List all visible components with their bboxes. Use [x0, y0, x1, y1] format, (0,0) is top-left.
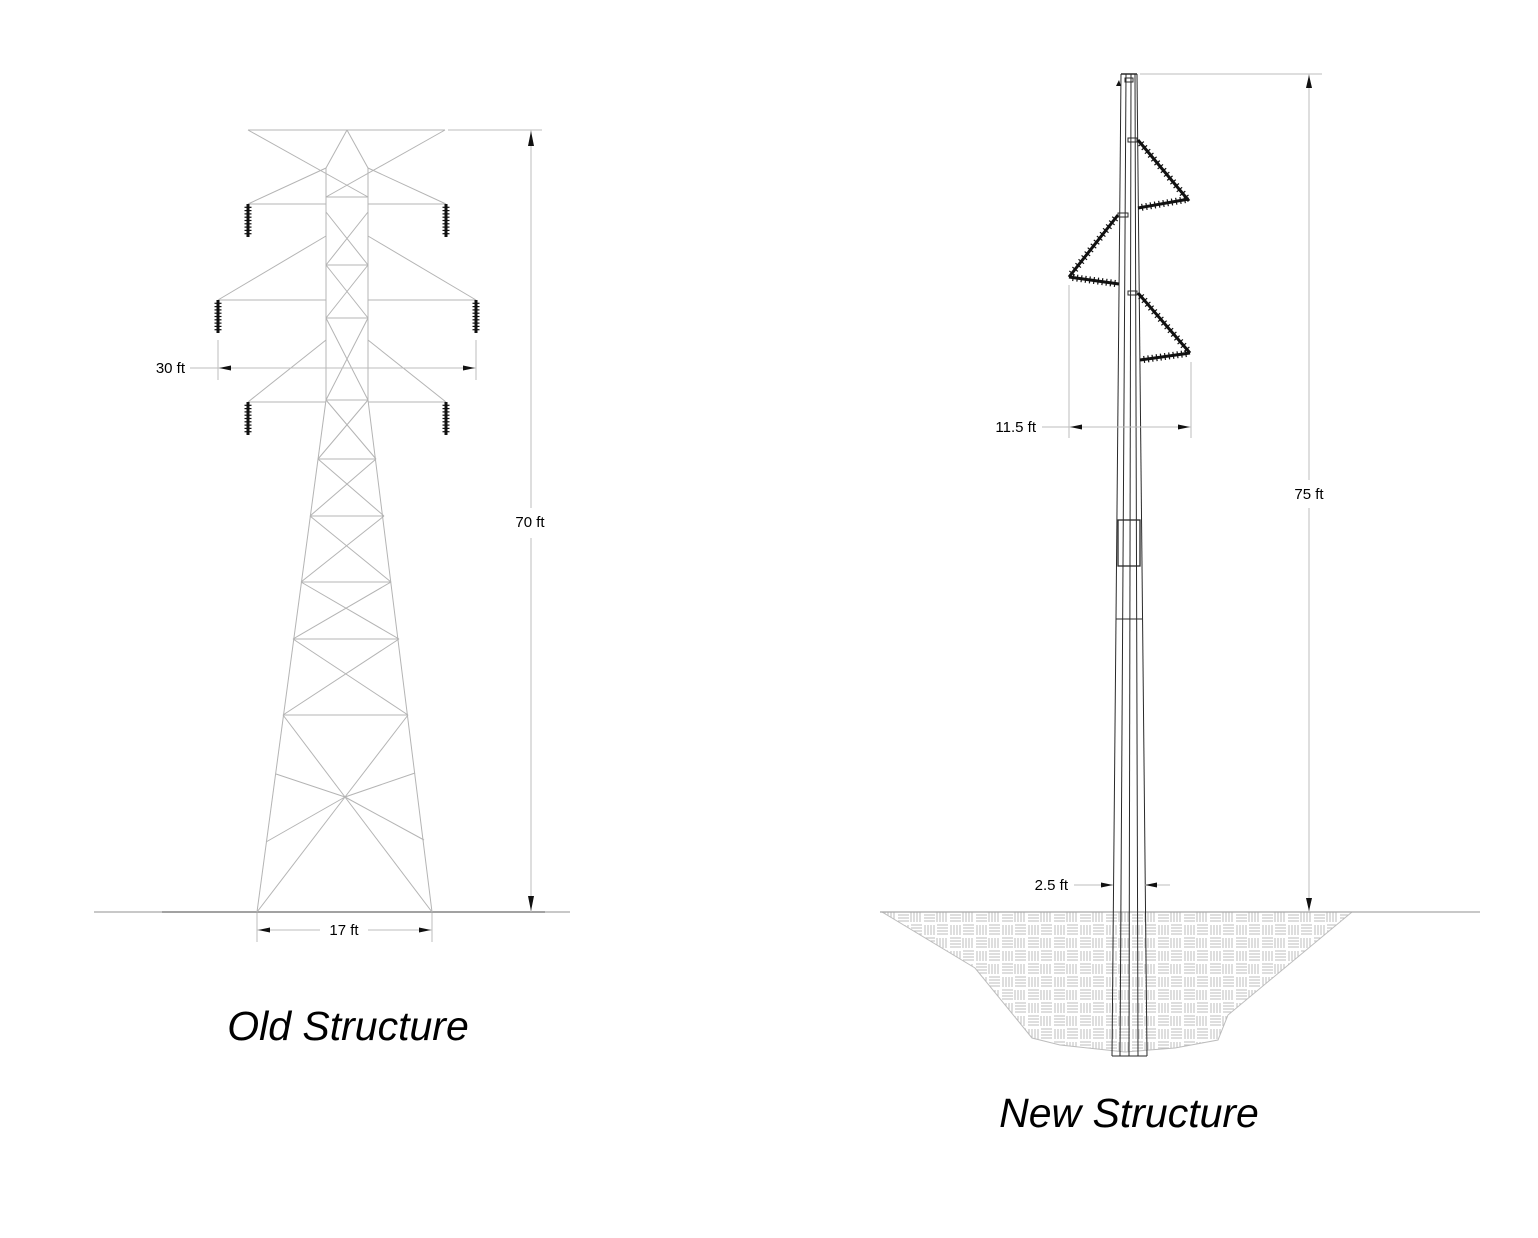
monopole	[1111, 73, 1148, 1057]
old-structure-caption: Old Structure	[227, 1003, 469, 1049]
braced-post-insulator	[1067, 214, 1120, 278]
suspension-insulator	[442, 204, 450, 237]
arrow-right-icon	[1101, 882, 1113, 888]
new-spread-dimension: 11.5 ft	[995, 285, 1192, 438]
old-crossarm-dimension: 30 ft	[156, 340, 477, 380]
new-spread-label: 11.5 ft	[995, 419, 1036, 436]
arrow-down-icon	[1306, 898, 1312, 911]
arrow-down-icon	[528, 896, 534, 911]
new-height-label: 75 ft	[1294, 486, 1324, 503]
arrow-up-icon	[1306, 75, 1312, 88]
old-insulators	[214, 204, 480, 435]
braced-post-insulator	[1136, 139, 1191, 202]
old-base-label: 17 ft	[329, 922, 359, 939]
old-crossarm-label: 30 ft	[156, 360, 186, 377]
suspension-insulator	[472, 300, 480, 333]
lattice-tower	[217, 129, 477, 913]
line-post-insulator	[1139, 350, 1191, 363]
new-height-dimension: 75 ft	[1140, 73, 1324, 912]
suspension-insulator	[244, 204, 252, 237]
new-structure-caption: New Structure	[999, 1090, 1259, 1136]
old-height-dimension: 70 ft	[448, 129, 545, 912]
suspension-insulator	[442, 402, 450, 435]
arrow-right-icon	[419, 927, 431, 933]
line-post-insulator	[1068, 274, 1120, 287]
arrow-left-icon	[258, 927, 270, 933]
arrow-up-icon	[528, 131, 534, 146]
arrow-right-icon	[463, 365, 475, 371]
braced-post-insulator	[1136, 292, 1192, 354]
line-post-insulator	[1137, 196, 1190, 211]
lightning-rod-icon	[1116, 80, 1121, 86]
old-base-dimension: 17 ft	[256, 913, 433, 942]
arrow-right-icon	[1178, 424, 1190, 430]
old-structure: 70 ft 30 ft 17 ft Old Structure	[94, 129, 570, 1049]
new-insulators	[1067, 139, 1192, 363]
arrow-left-icon	[219, 365, 231, 371]
foundation-soil	[880, 911, 1354, 1053]
new-diameter-label: 2.5 ft	[1035, 877, 1069, 894]
suspension-insulator	[244, 402, 252, 435]
arrow-left-icon	[1070, 424, 1082, 430]
new-structure: 75 ft 11.5 ft 2.5 ft New Structure	[880, 73, 1480, 1136]
old-height-label: 70 ft	[515, 514, 545, 531]
new-diameter-dimension: 2.5 ft	[1035, 877, 1170, 894]
suspension-insulator	[214, 300, 222, 333]
arrow-left-icon	[1145, 882, 1157, 888]
